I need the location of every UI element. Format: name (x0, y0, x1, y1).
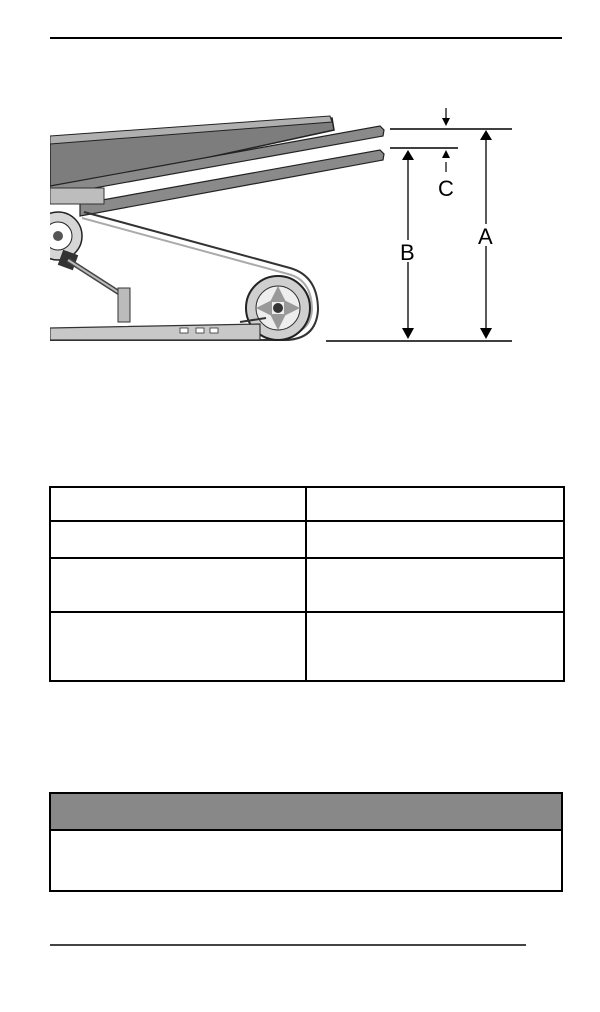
upper-rail (50, 125, 385, 197)
table-header-cell (49, 485, 307, 523)
table-cell (305, 556, 565, 614)
note-header (51, 794, 561, 831)
slide-rail (50, 323, 261, 341)
lower-rail (79, 149, 385, 217)
header-rule (50, 37, 562, 39)
track-belt (50, 211, 320, 341)
table-row (49, 611, 565, 682)
dimension-c-label: C (438, 176, 454, 201)
track-tension-diagram: B A C (50, 108, 512, 342)
table-row (49, 520, 565, 559)
dimension-b-label: B (400, 240, 415, 265)
dimension-a-label: A (478, 224, 493, 249)
table-cell (305, 611, 565, 682)
table-cell (49, 556, 307, 614)
table-header-cell (305, 485, 565, 523)
table-cell (49, 611, 307, 682)
spec-table (49, 485, 565, 682)
shock-body (50, 187, 105, 205)
tunnel-top (50, 115, 333, 145)
table-header-row (49, 485, 565, 523)
footer-rule (50, 944, 526, 946)
note-body (51, 831, 561, 843)
note-box (49, 792, 563, 892)
table-row (49, 556, 565, 614)
table-cell (49, 520, 307, 559)
table-cell (305, 520, 565, 559)
